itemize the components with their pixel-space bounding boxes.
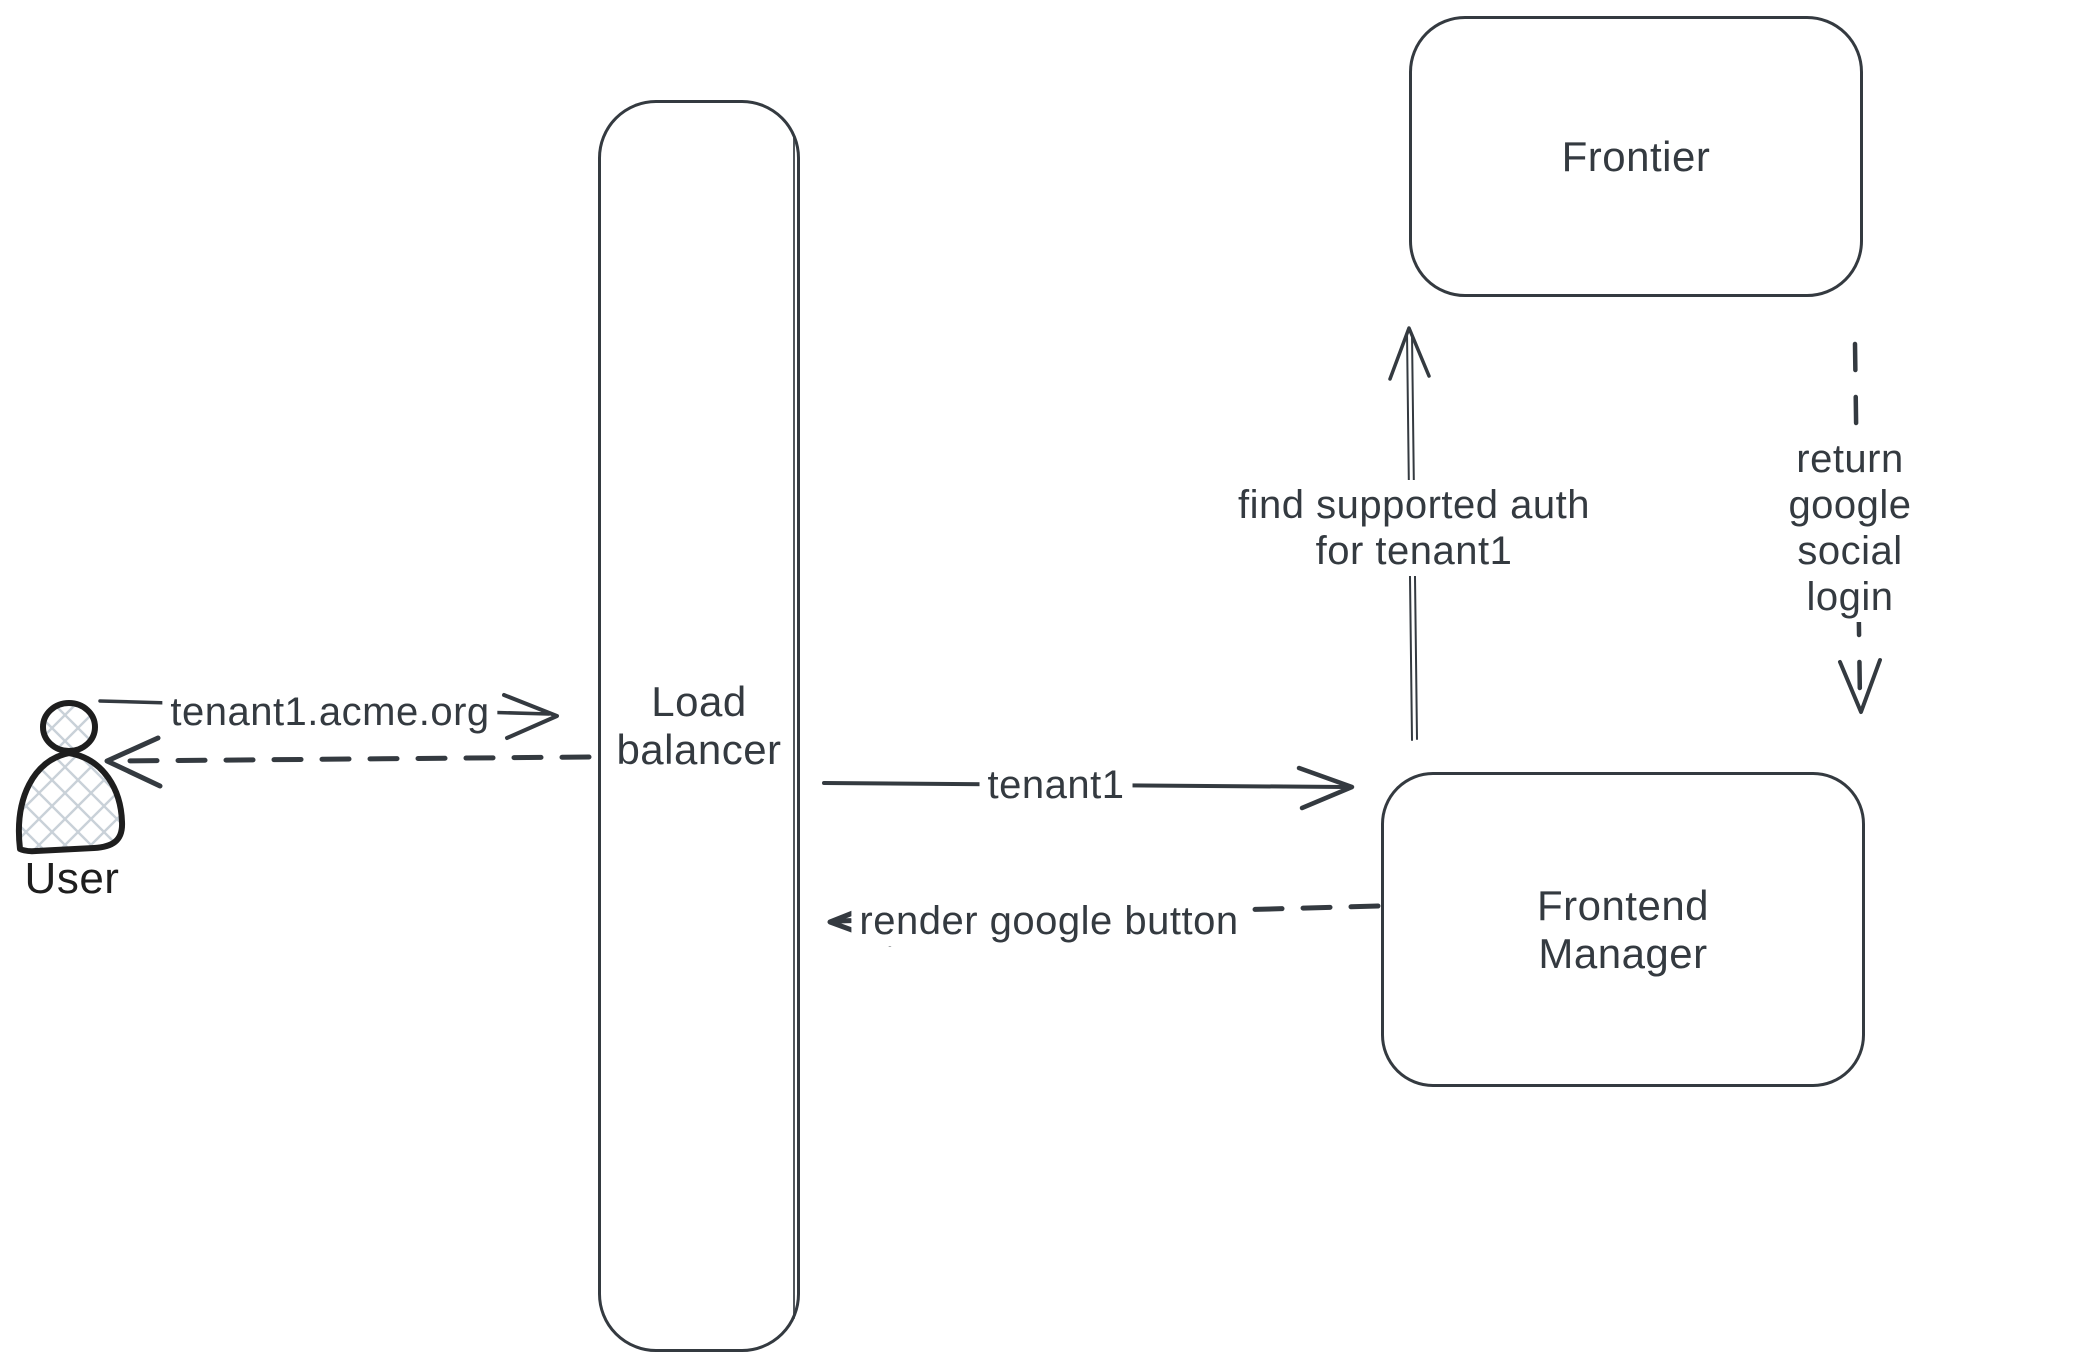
edge-label-lb-to-fm: tenant1 [979,760,1133,810]
node-frontier-label: Frontier [1561,132,1711,180]
edge-label-user-to-lb: tenant1.acme.org [162,687,498,737]
edge-label-fm-to-frontier: find supported auth for tenant1 [1230,480,1598,576]
node-frontend-manager-label: Frontend Manager [1536,881,1710,977]
edge-lb-to-user-arrow [104,735,592,789]
node-frontier: Frontier [1409,16,1863,297]
node-load-balancer-label: Load balancer [616,678,782,773]
node-user-label: User [24,854,120,903]
node-load-balancer: Load balancer [598,100,800,1352]
user-icon [16,700,126,855]
node-frontend-manager: Frontend Manager [1381,772,1865,1087]
edge-label-frontier-to-fm: return google social login [1733,434,1967,622]
edge-label-fm-to-lb: render google button [851,896,1247,946]
